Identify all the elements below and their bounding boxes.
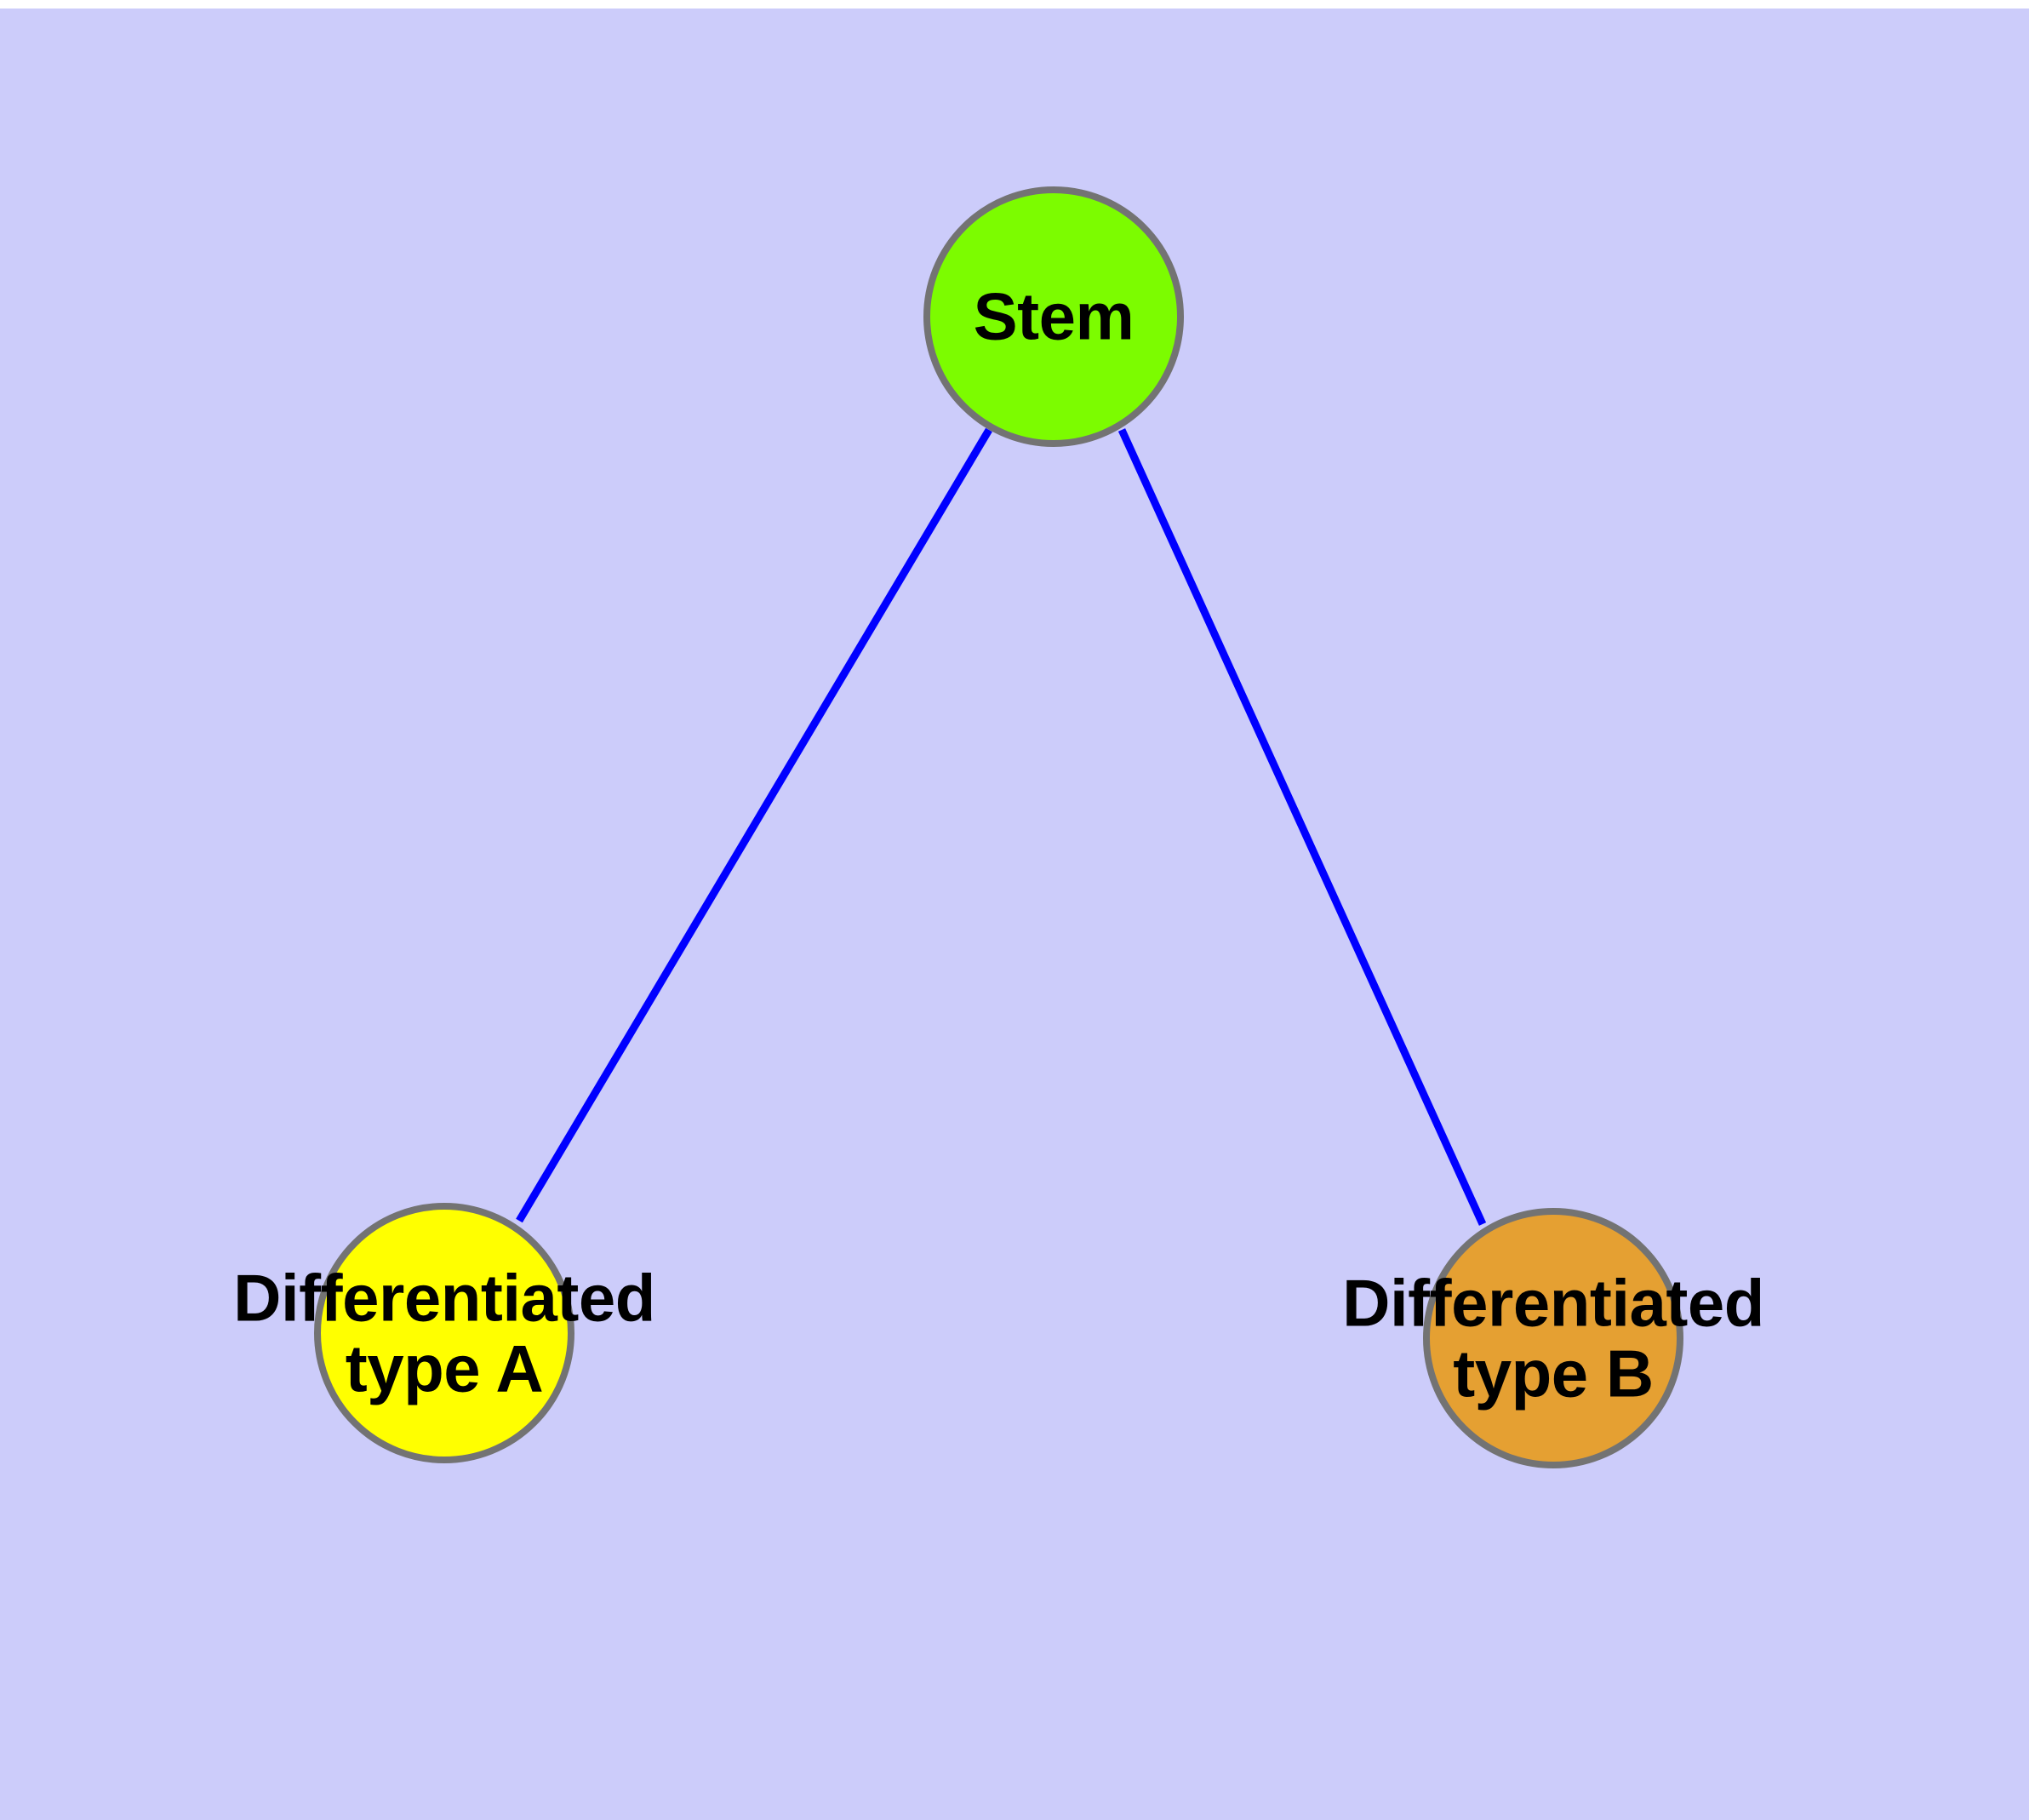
edge-stem-to-differentiated-type-b[interactable]	[1117, 428, 1487, 1226]
node-differentiated-type-a[interactable]	[314, 1203, 574, 1463]
node-differentiated-type-b[interactable]	[1423, 1208, 1683, 1468]
edge-stem-to-differentiated-type-a[interactable]	[516, 427, 992, 1223]
node-stem[interactable]	[923, 186, 1184, 447]
